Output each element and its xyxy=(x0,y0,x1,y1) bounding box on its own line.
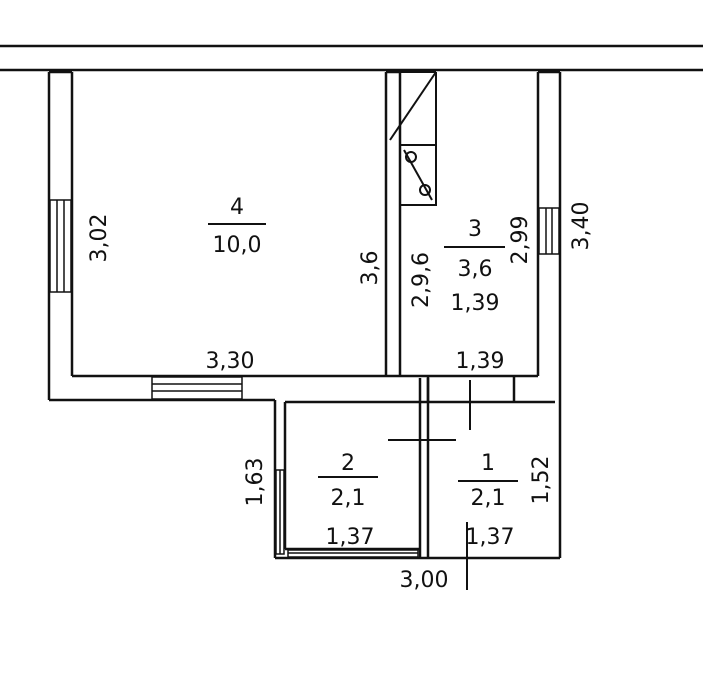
stove-icon xyxy=(389,71,437,146)
room-4-area: 10,0 xyxy=(213,233,262,258)
window-icon xyxy=(287,549,419,558)
room-3-number: 3 xyxy=(468,217,482,242)
room-1-area: 2,1 xyxy=(471,486,506,511)
dim-room1-height: 1,52 xyxy=(529,456,554,505)
room-1-number: 1 xyxy=(481,451,495,476)
dim-room1-width: 1,37 xyxy=(466,525,515,550)
dim-room4-height: 3,02 xyxy=(87,214,112,263)
window-icon xyxy=(49,199,72,293)
dim-room2-height: 1,63 xyxy=(243,458,268,507)
sink-icon xyxy=(399,144,437,206)
room-2-number: 2 xyxy=(341,451,355,476)
room-4-number: 4 xyxy=(230,195,244,220)
dim-outer-height: 3,40 xyxy=(569,202,594,251)
dim-room3-left: 2,9,6 xyxy=(409,252,434,308)
dim-room2-width: 1,37 xyxy=(326,525,375,550)
room-3-area: 3,6 xyxy=(458,257,493,282)
dim-room3-bottom: 1,39 xyxy=(456,349,505,374)
dim-total-width: 3,00 xyxy=(400,568,449,593)
room-2-area: 2,1 xyxy=(331,486,366,511)
dim-room3-width: 1,39 xyxy=(451,291,500,316)
dim-room4-width: 3,30 xyxy=(206,349,255,374)
dim-room4-right: 3,6 xyxy=(358,251,383,286)
dim-room3-height: 2,99 xyxy=(508,216,533,265)
window-icon xyxy=(538,207,560,255)
door-icon xyxy=(388,380,471,590)
window-icon xyxy=(275,469,285,555)
walls xyxy=(0,44,703,560)
window-icon xyxy=(151,376,243,400)
